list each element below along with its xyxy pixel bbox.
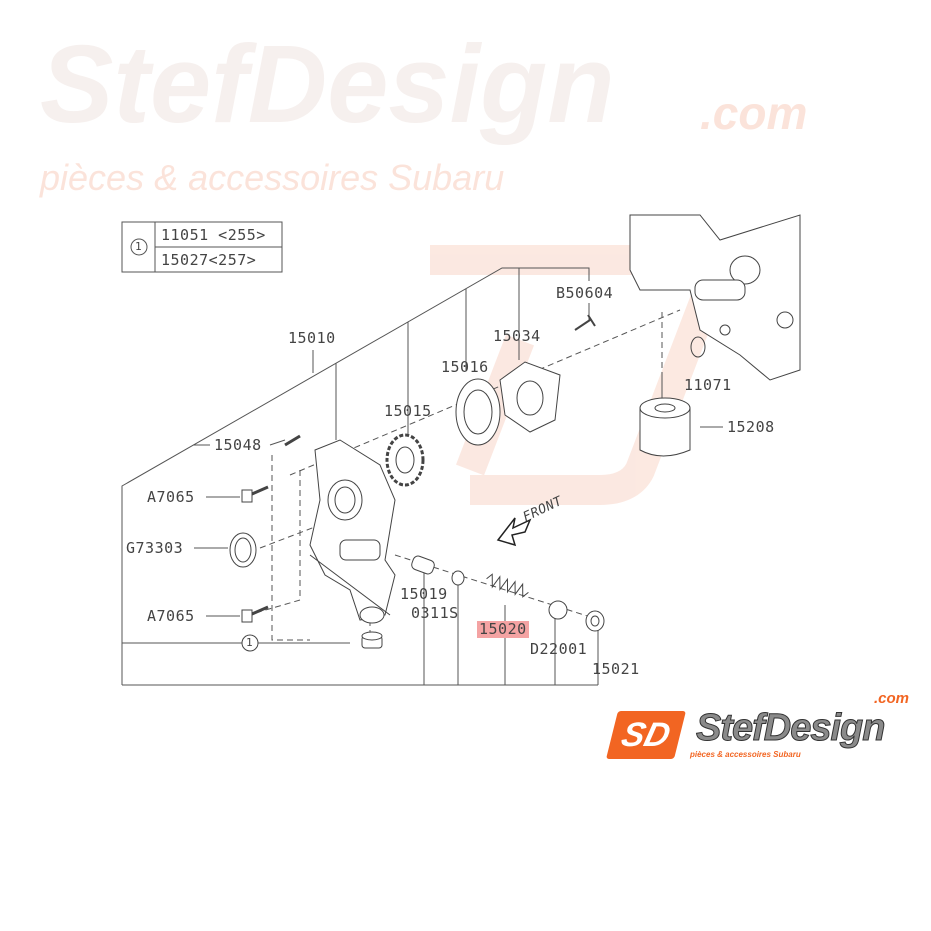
legend-table [121,221,283,273]
watermark-domain: .com [700,87,808,139]
plug-1 [361,631,383,649]
part-label-15048[interactable]: 15048 [214,436,262,454]
part-label-15015[interactable]: 15015 [384,402,432,420]
pump-cover-15034 [499,361,561,433]
washer-0311s [451,570,465,586]
part-label-15034[interactable]: 15034 [493,327,541,345]
oil-seal-g73303 [229,532,257,568]
logo-domain: .com [874,690,910,707]
part-label-d22001[interactable]: D22001 [530,640,588,658]
plug-15021 [585,610,605,632]
logo-mark: SD [606,711,686,759]
part-label-11071[interactable]: 11071 [684,376,732,394]
engine-block-drawing [629,214,801,381]
front-arrow-icon [496,517,532,547]
legend-row-1: 11051 <255> [161,226,266,244]
relief-valve-15019 [411,555,435,575]
logo-brand: StefDesign [695,707,885,749]
leader-lines [121,267,723,686]
watermark-tagline: pièces & accessoires Subaru [40,157,505,198]
part-label-15019[interactable]: 15019 [400,585,448,603]
part-label-15208[interactable]: 15208 [727,418,775,436]
part-label-0311s[interactable]: 0311S [411,604,459,622]
logo-tagline: pièces & accessoires Subaru [690,750,801,759]
part-label-15021[interactable]: 15021 [592,660,640,678]
part-label-15020-highlighted[interactable]: 15020 [477,620,529,638]
gasket-11071 [690,336,706,358]
callout-circle-1 [241,634,259,652]
pump-body-15010 [309,439,396,624]
part-label-b50604[interactable]: B50604 [556,284,614,302]
bolt-a7065-top [241,485,269,503]
outer-rotor-15016 [455,378,501,446]
legend-symbol: 1 [135,240,143,253]
callout-symbol-1: 1 [246,636,254,649]
pin-15048 [284,434,301,447]
bolt-a7065-bottom [241,605,269,623]
part-label-a7065-top[interactable]: A7065 [147,488,195,506]
oil-filter-drawing [639,397,691,457]
watermark-brand: StefDesign [40,23,615,146]
legend-row-2: 15027<257> [161,251,257,269]
inner-rotor-15015 [385,433,425,487]
gasket-d22001 [548,600,568,620]
part-label-15016[interactable]: 15016 [441,358,489,376]
spring-15020 [486,573,529,598]
screw-b50604 [574,314,596,331]
part-label-g73303[interactable]: G73303 [126,539,184,557]
stefdesign-logo: SD StefDesign .com pièces & accessoires … [606,691,922,763]
part-label-a7065-bottom[interactable]: A7065 [147,607,195,625]
part-label-15010[interactable]: 15010 [288,329,336,347]
